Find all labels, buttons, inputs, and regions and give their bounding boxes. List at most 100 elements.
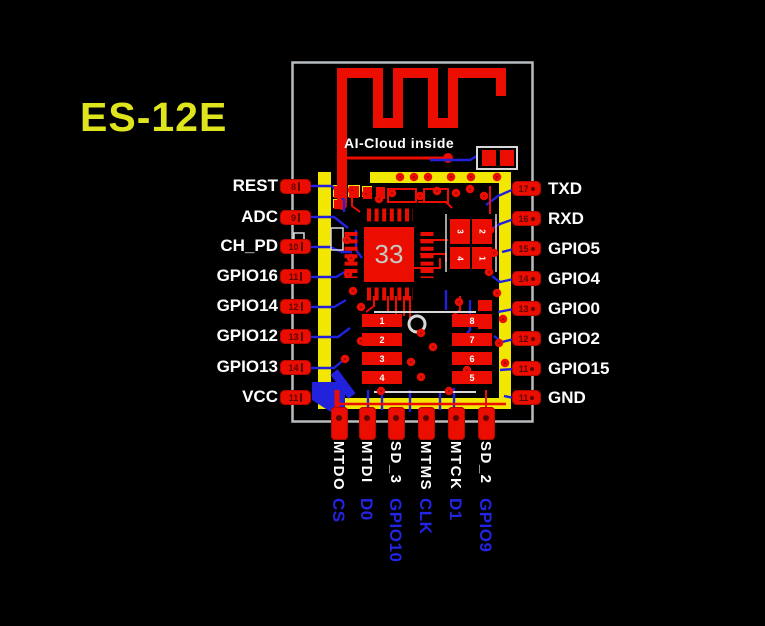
left-pin-label: GPIO14 xyxy=(216,296,278,315)
flash-pad-number: 5 xyxy=(469,372,475,383)
crystal-pad-number: 1 xyxy=(477,255,487,261)
pad-hole xyxy=(530,276,535,281)
right-pin-label: RXD xyxy=(548,209,584,228)
pad-hole xyxy=(530,246,535,251)
pad-hole xyxy=(530,216,535,221)
left-pin-pad: 10 xyxy=(280,239,311,254)
pad-hole xyxy=(530,395,535,400)
crystal-pad: 1 xyxy=(472,247,492,269)
pad-number: 16 xyxy=(518,213,529,224)
flash-pad: 8 xyxy=(452,314,492,327)
right-pin-pad: 14 xyxy=(512,271,541,286)
right-pin-pad: 15 xyxy=(512,241,541,256)
left-pin-label: CH_PD xyxy=(220,236,278,255)
pad-slot xyxy=(298,182,300,191)
flash-pad-number: 2 xyxy=(379,334,385,345)
bottom-pin-alt-label: GPIO10 xyxy=(386,498,405,563)
left-pin-pad: 11 xyxy=(280,269,311,284)
esp-chip: 33 xyxy=(364,227,414,282)
bottom-pin-alt-label: D1 xyxy=(446,498,465,521)
pad-number: 14 xyxy=(288,362,299,373)
bottom-pin-pad xyxy=(388,407,405,440)
left-pin-label: REST xyxy=(232,176,278,195)
pad-slot xyxy=(298,213,300,222)
pad-number: 8 xyxy=(290,181,296,192)
pad-number: 11 xyxy=(288,271,299,282)
pad-slot xyxy=(300,332,303,341)
left-pin-pad: 13 xyxy=(280,329,311,344)
pad-slot xyxy=(300,302,303,311)
flash-pad-number: 8 xyxy=(469,315,475,326)
pad-hole xyxy=(530,336,535,341)
flash-pad-number: 1 xyxy=(379,315,385,326)
page-title: ES-12E xyxy=(80,94,228,140)
bottom-pin-alt-label: CS xyxy=(329,498,348,523)
flash-pad: 6 xyxy=(452,352,492,365)
bottom-pin-label: MTCK xyxy=(447,441,464,491)
left-pin-label: GPIO12 xyxy=(216,326,278,345)
crystal-pad-number: 4 xyxy=(455,255,465,261)
bottom-pin-label: MTDO xyxy=(330,441,347,492)
crystal-pad: 2 xyxy=(472,219,492,244)
flash-pad-number: 6 xyxy=(469,353,475,364)
right-pin-label: GPIO15 xyxy=(548,359,610,378)
flash-pad-number: 7 xyxy=(469,334,475,345)
right-pin-label: GPIO2 xyxy=(548,329,600,348)
flash-pad-number: 3 xyxy=(379,353,385,364)
pad-number: 17 xyxy=(518,183,529,194)
bottom-pin-label: MTMS xyxy=(417,441,434,492)
left-pin-label: GPIO16 xyxy=(216,266,278,285)
crystal-pad-number: 2 xyxy=(477,229,487,234)
right-pin-pad: 17 xyxy=(512,181,541,196)
pad-number: 11 xyxy=(518,392,529,403)
right-pin-pad: 12 xyxy=(512,331,541,346)
right-pin-label: GPIO5 xyxy=(548,239,600,258)
pad-number: 12 xyxy=(518,333,529,344)
crystal-pad: 4 xyxy=(450,247,470,269)
bottom-pin-pad xyxy=(359,407,376,440)
bottom-pin-label: MTDI xyxy=(358,441,375,484)
bottom-pin-alt-label: CLK xyxy=(416,498,435,535)
pad-number: 14 xyxy=(518,273,529,284)
right-pin-pad: 11 xyxy=(512,390,541,405)
pad-hole xyxy=(530,366,535,371)
pad-number: 9 xyxy=(290,212,296,223)
flash-pad: 4 xyxy=(362,371,402,384)
crystal-pad: 3 xyxy=(450,219,470,244)
pad-slot xyxy=(300,272,303,281)
flash-pad: 3 xyxy=(362,352,402,365)
bottom-pin-alt-label: GPIO9 xyxy=(476,498,495,553)
right-pin-pad: 16 xyxy=(512,211,541,226)
right-pin-label: TXD xyxy=(548,179,582,198)
chip-label: 33 xyxy=(374,239,404,269)
right-pin-pad: 11 xyxy=(512,361,541,376)
bottom-pin-pad xyxy=(448,407,465,440)
crystal-pad-number: 3 xyxy=(455,229,465,234)
left-pin-pad: 12 xyxy=(280,299,311,314)
flash-pad-number: 4 xyxy=(379,372,385,383)
left-pin-label: VCC xyxy=(242,387,278,406)
bottom-pin-label: SD_3 xyxy=(387,441,404,485)
pad-number: 12 xyxy=(288,301,299,312)
pad-hole xyxy=(530,306,535,311)
pad-slot xyxy=(300,393,303,402)
pad-number: 13 xyxy=(518,303,529,314)
bottom-pin-alt-label: D0 xyxy=(357,498,376,521)
flash-pad: 7 xyxy=(452,333,492,346)
right-pin-label: GPIO0 xyxy=(548,299,600,318)
right-pin-label: GPIO4 xyxy=(548,269,600,288)
bottom-pin-pad xyxy=(478,407,495,440)
pad-slot xyxy=(300,242,303,251)
left-pin-label: ADC xyxy=(241,207,278,226)
flash-pad: 2 xyxy=(362,333,402,346)
pad-number: 11 xyxy=(288,392,299,403)
bottom-pin-label: SD_2 xyxy=(477,441,494,485)
bottom-pin-pad xyxy=(418,407,435,440)
pad-number: 11 xyxy=(518,363,529,374)
right-pin-pad: 13 xyxy=(512,301,541,316)
left-pin-label: GPIO13 xyxy=(216,357,278,376)
pad-number: 10 xyxy=(288,241,299,252)
qfn-pads xyxy=(344,208,434,301)
